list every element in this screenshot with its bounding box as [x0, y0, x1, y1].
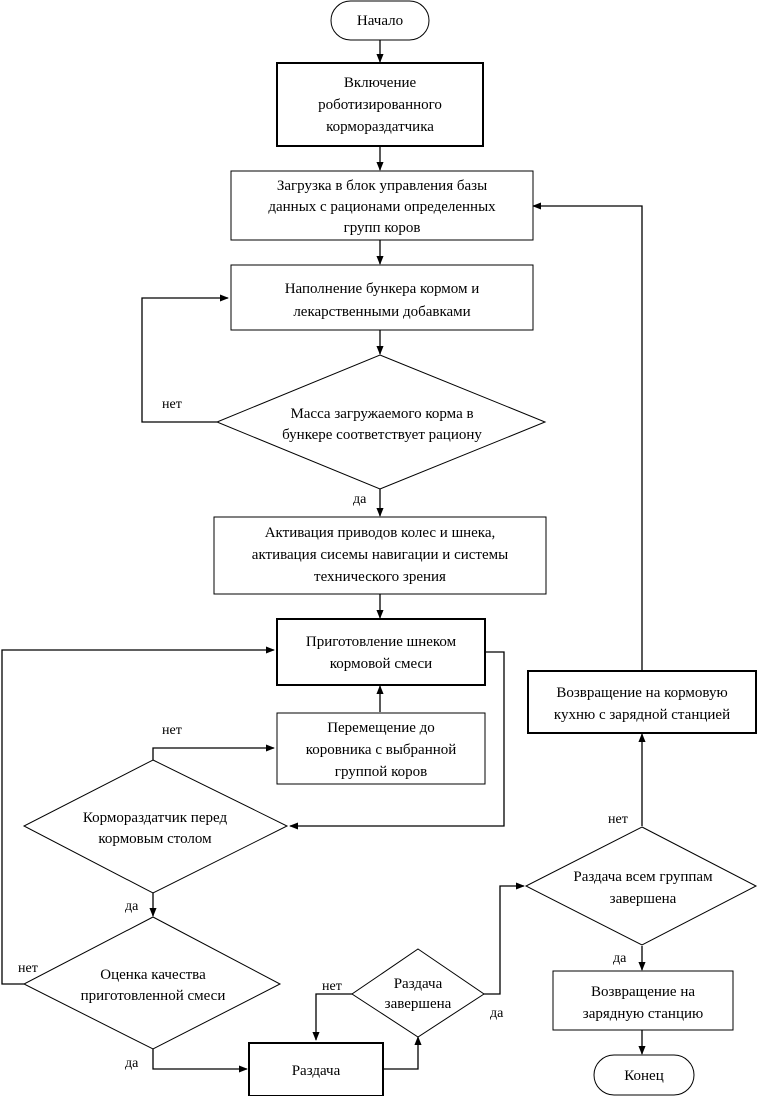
dispense-done-line-1: Раздача	[394, 976, 443, 992]
fill-hopper-line-2: лекарственными добавками	[293, 304, 470, 320]
label-yes-quality: да	[125, 1056, 139, 1071]
power-on-box: Включение роботизированного кормораздатч…	[276, 62, 484, 147]
connector-dispense-to-done	[383, 1036, 422, 1070]
connector-done-yes-to-allgroups	[484, 882, 525, 995]
start-terminal: Начало	[330, 0, 430, 41]
load-db-box: Загрузка в блок управления базы данных с…	[230, 170, 534, 241]
label-yes-dispense-done: да	[490, 1006, 504, 1021]
quality-check-decision: Оценка качества приготовленной смеси	[22, 916, 282, 1050]
quality-check-line-1: Оценка качества	[100, 967, 206, 983]
return-kitchen-line-1: Возвращение на кормовую	[556, 685, 727, 701]
activate-box: Активация приводов колес и шнека, актива…	[213, 516, 547, 595]
load-db-line-3: групп коров	[344, 220, 421, 236]
connector-quality-yes-to-dispense	[152, 1049, 248, 1073]
move-to-barn-line-3: группой коров	[335, 764, 427, 780]
connector-feedtable-no-to-move	[152, 744, 275, 760]
activate-line-1: Активация приводов колес и шнека,	[265, 525, 496, 541]
load-db-line-1: Загрузка в блок управления базы	[277, 178, 487, 194]
activate-line-3: технического зрения	[314, 569, 446, 585]
dispense-box: Раздача	[248, 1042, 384, 1096]
branch-labels: нет да нет да нет да нет да нет да	[18, 397, 628, 1071]
return-kitchen-line-2: кухню с зарядной станцией	[554, 707, 730, 723]
fill-hopper-box: Наполнение бункера кормом и лекарственны…	[230, 264, 534, 331]
power-on-line-3: кормораздатчика	[326, 119, 434, 135]
move-to-barn-line-1: Перемещение до	[327, 720, 435, 736]
start-label: Начало	[357, 13, 403, 29]
label-no-all-groups: нет	[608, 812, 628, 827]
end-label: Конец	[624, 1068, 663, 1084]
power-on-line-2: роботизированного	[318, 97, 442, 113]
power-on-line-1: Включение	[344, 75, 417, 91]
connector-prepare-to-feedtable	[289, 651, 505, 830]
label-yes-all-groups: да	[613, 951, 627, 966]
prepare-mix-box: Приготовление шнеком кормовой смеси	[276, 618, 486, 686]
mass-check-line-1: Масса загружаемого корма в	[290, 406, 473, 422]
return-charging-box: Возвращение на зарядную станцию	[552, 970, 734, 1031]
connector-kitchen-to-loaddb	[532, 202, 643, 670]
feed-table-decision: Кормораздатчик перед кормовым столом	[22, 759, 289, 894]
dispense-label: Раздача	[292, 1063, 341, 1079]
activate-line-2: активация сисемы навигации и системы	[252, 547, 508, 563]
label-no-mass: нет	[162, 397, 182, 412]
label-no-quality: нет	[18, 961, 38, 976]
prepare-mix-line-2: кормовой смеси	[330, 656, 432, 672]
connector-mass-no-loop	[141, 294, 229, 423]
prepare-mix-line-1: Приготовление шнеком	[306, 634, 457, 650]
fill-hopper-line-1: Наполнение бункера кормом и	[285, 281, 480, 297]
label-no-feed-table: нет	[162, 723, 182, 738]
connectors	[1, 40, 646, 1073]
connector-quality-no-to-prepare	[1, 646, 275, 985]
feed-table-line-1: Кормораздатчик перед	[83, 810, 228, 826]
label-yes-mass: да	[353, 492, 367, 507]
return-charging-line-2: зарядную станцию	[583, 1006, 703, 1022]
label-yes-feed-table: да	[125, 899, 139, 914]
end-terminal: Конец	[593, 1054, 695, 1096]
move-to-barn-line-2: коровника с выбранной	[306, 742, 457, 758]
load-db-line-2: данных с рационами определенных	[268, 199, 496, 215]
return-kitchen-box: Возвращение на кормовую кухню с зарядной…	[527, 670, 757, 734]
connector-done-no-to-dispense	[312, 993, 352, 1041]
return-charging-line-1: Возвращение на	[591, 984, 695, 1000]
quality-check-line-2: приготовленной смеси	[81, 988, 226, 1004]
all-groups-line-1: Раздача всем группам	[573, 869, 713, 885]
move-to-barn-box: Перемещение до коровника с выбранной гру…	[276, 712, 486, 785]
all-groups-decision: Раздача всем группам завершена	[524, 826, 758, 946]
all-groups-line-2: завершена	[610, 891, 677, 907]
mass-check-line-2: бункере соответствует рациону	[282, 427, 482, 443]
feed-table-line-2: кормовым столом	[98, 831, 212, 847]
dispense-done-decision: Раздача завершена	[351, 948, 485, 1038]
label-no-dispense-done: нет	[322, 979, 342, 994]
mass-check-decision: Масса загружаемого корма в бункере соотв…	[215, 354, 547, 490]
dispense-done-line-2: завершена	[385, 996, 452, 1012]
